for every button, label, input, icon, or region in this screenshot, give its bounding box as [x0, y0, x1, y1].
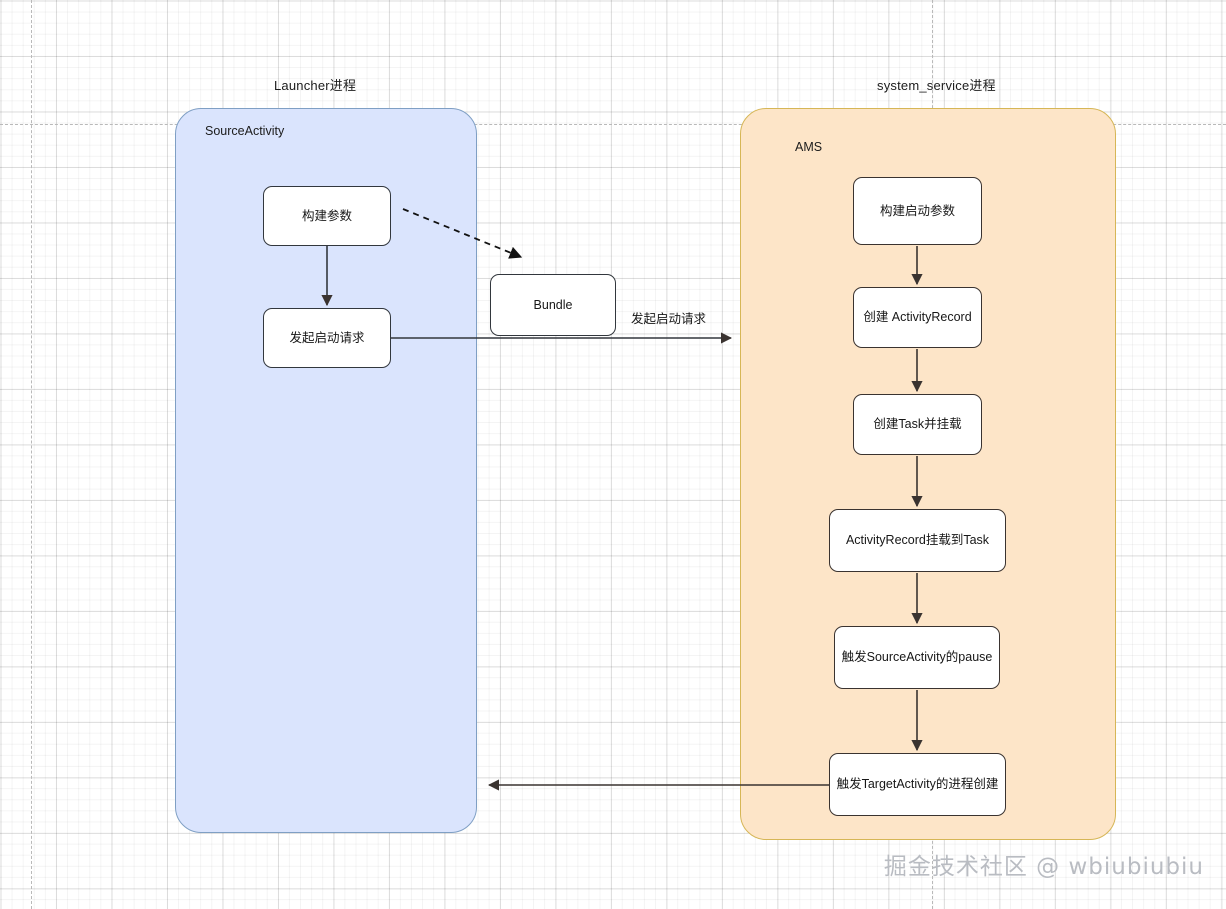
node-build-params[interactable]: 构建参数 [263, 186, 391, 246]
node-trigger-target-activity-process-create[interactable]: 触发TargetActivity的进程创建 [829, 753, 1006, 816]
lane-title-system-service: system_service进程 [877, 78, 996, 93]
pool-label-source-activity: SourceActivity [205, 124, 285, 138]
node-trigger-source-activity-pause[interactable]: 触发SourceActivity的pause [834, 626, 1000, 689]
node-create-task[interactable]: 创建Task并挂载 [853, 394, 982, 455]
edge-label-start-request: 发起启动请求 [631, 312, 707, 326]
lane-title-launcher: Launcher进程 [274, 78, 357, 93]
node-attach-record-to-task[interactable]: ActivityRecord挂载到Task [829, 509, 1006, 572]
pool-label-ams: AMS [795, 140, 823, 154]
watermark: 掘金技术社区 @ wbiubiubiu [883, 854, 1204, 880]
guide-vertical-left [31, 0, 32, 909]
node-start-request[interactable]: 发起启动请求 [263, 308, 391, 368]
node-bundle[interactable]: Bundle [490, 274, 616, 336]
node-create-activity-record[interactable]: 创建 ActivityRecord [853, 287, 982, 348]
node-build-launch-params[interactable]: 构建启动参数 [853, 177, 982, 245]
